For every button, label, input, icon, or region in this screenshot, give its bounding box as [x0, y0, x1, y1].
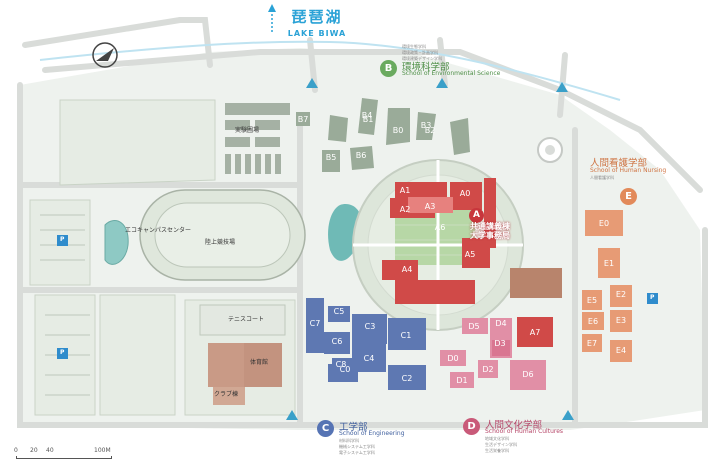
- building-label-c0[interactable]: C0: [340, 365, 351, 374]
- building-label-b3[interactable]: B3: [421, 121, 432, 130]
- building-label-c1[interactable]: C1: [401, 331, 412, 340]
- building-label-a2[interactable]: A2: [400, 205, 411, 214]
- building-label-e3[interactable]: E3: [616, 316, 626, 325]
- building-label-e4[interactable]: E4: [616, 346, 626, 355]
- building-label-b5[interactable]: B5: [326, 153, 337, 162]
- building-label-e2[interactable]: E2: [616, 290, 626, 299]
- building-label-a0[interactable]: A0: [460, 189, 471, 198]
- building-label-c6[interactable]: C6: [332, 337, 343, 346]
- building-label-b6[interactable]: B6: [356, 151, 367, 160]
- building-label-d4[interactable]: D4: [495, 319, 506, 328]
- building-label-d6[interactable]: D6: [522, 370, 533, 379]
- building-label-c4[interactable]: C4: [364, 354, 375, 363]
- building-label-e5[interactable]: E5: [587, 296, 597, 305]
- building-label-b2[interactable]: B2: [425, 126, 436, 135]
- building-label-e7[interactable]: E7: [587, 339, 597, 348]
- building-label-b1[interactable]: B1: [363, 115, 374, 124]
- building-label-b7[interactable]: B7: [298, 115, 309, 124]
- building-label-c5[interactable]: C5: [334, 307, 345, 316]
- building-label-a3[interactable]: A3: [425, 202, 436, 211]
- building-label-c8[interactable]: C8: [336, 360, 347, 369]
- building-label-e0[interactable]: E0: [599, 219, 609, 228]
- building-label-c7[interactable]: C7: [310, 319, 321, 328]
- building-label-d0[interactable]: D0: [447, 354, 458, 363]
- building-label-e1[interactable]: E1: [604, 259, 614, 268]
- building-label-d3[interactable]: D3: [494, 339, 505, 348]
- building-label-d1[interactable]: D1: [456, 376, 467, 385]
- building-label-b0[interactable]: B0: [393, 126, 404, 135]
- building-label-c3[interactable]: C3: [365, 322, 376, 331]
- building-label-a6[interactable]: A6: [435, 223, 446, 232]
- building-label-a1[interactable]: A1: [400, 186, 411, 195]
- building-label-d2[interactable]: D2: [482, 365, 493, 374]
- building-label-a7[interactable]: A7: [530, 328, 541, 337]
- building-label-c2[interactable]: C2: [402, 374, 413, 383]
- building-label-d5[interactable]: D5: [468, 322, 479, 331]
- building-label-b4[interactable]: B4: [362, 111, 373, 120]
- building-label-a5[interactable]: A5: [465, 250, 476, 259]
- building-label-e6[interactable]: E6: [588, 317, 598, 326]
- building-label-a4[interactable]: A4: [402, 265, 413, 274]
